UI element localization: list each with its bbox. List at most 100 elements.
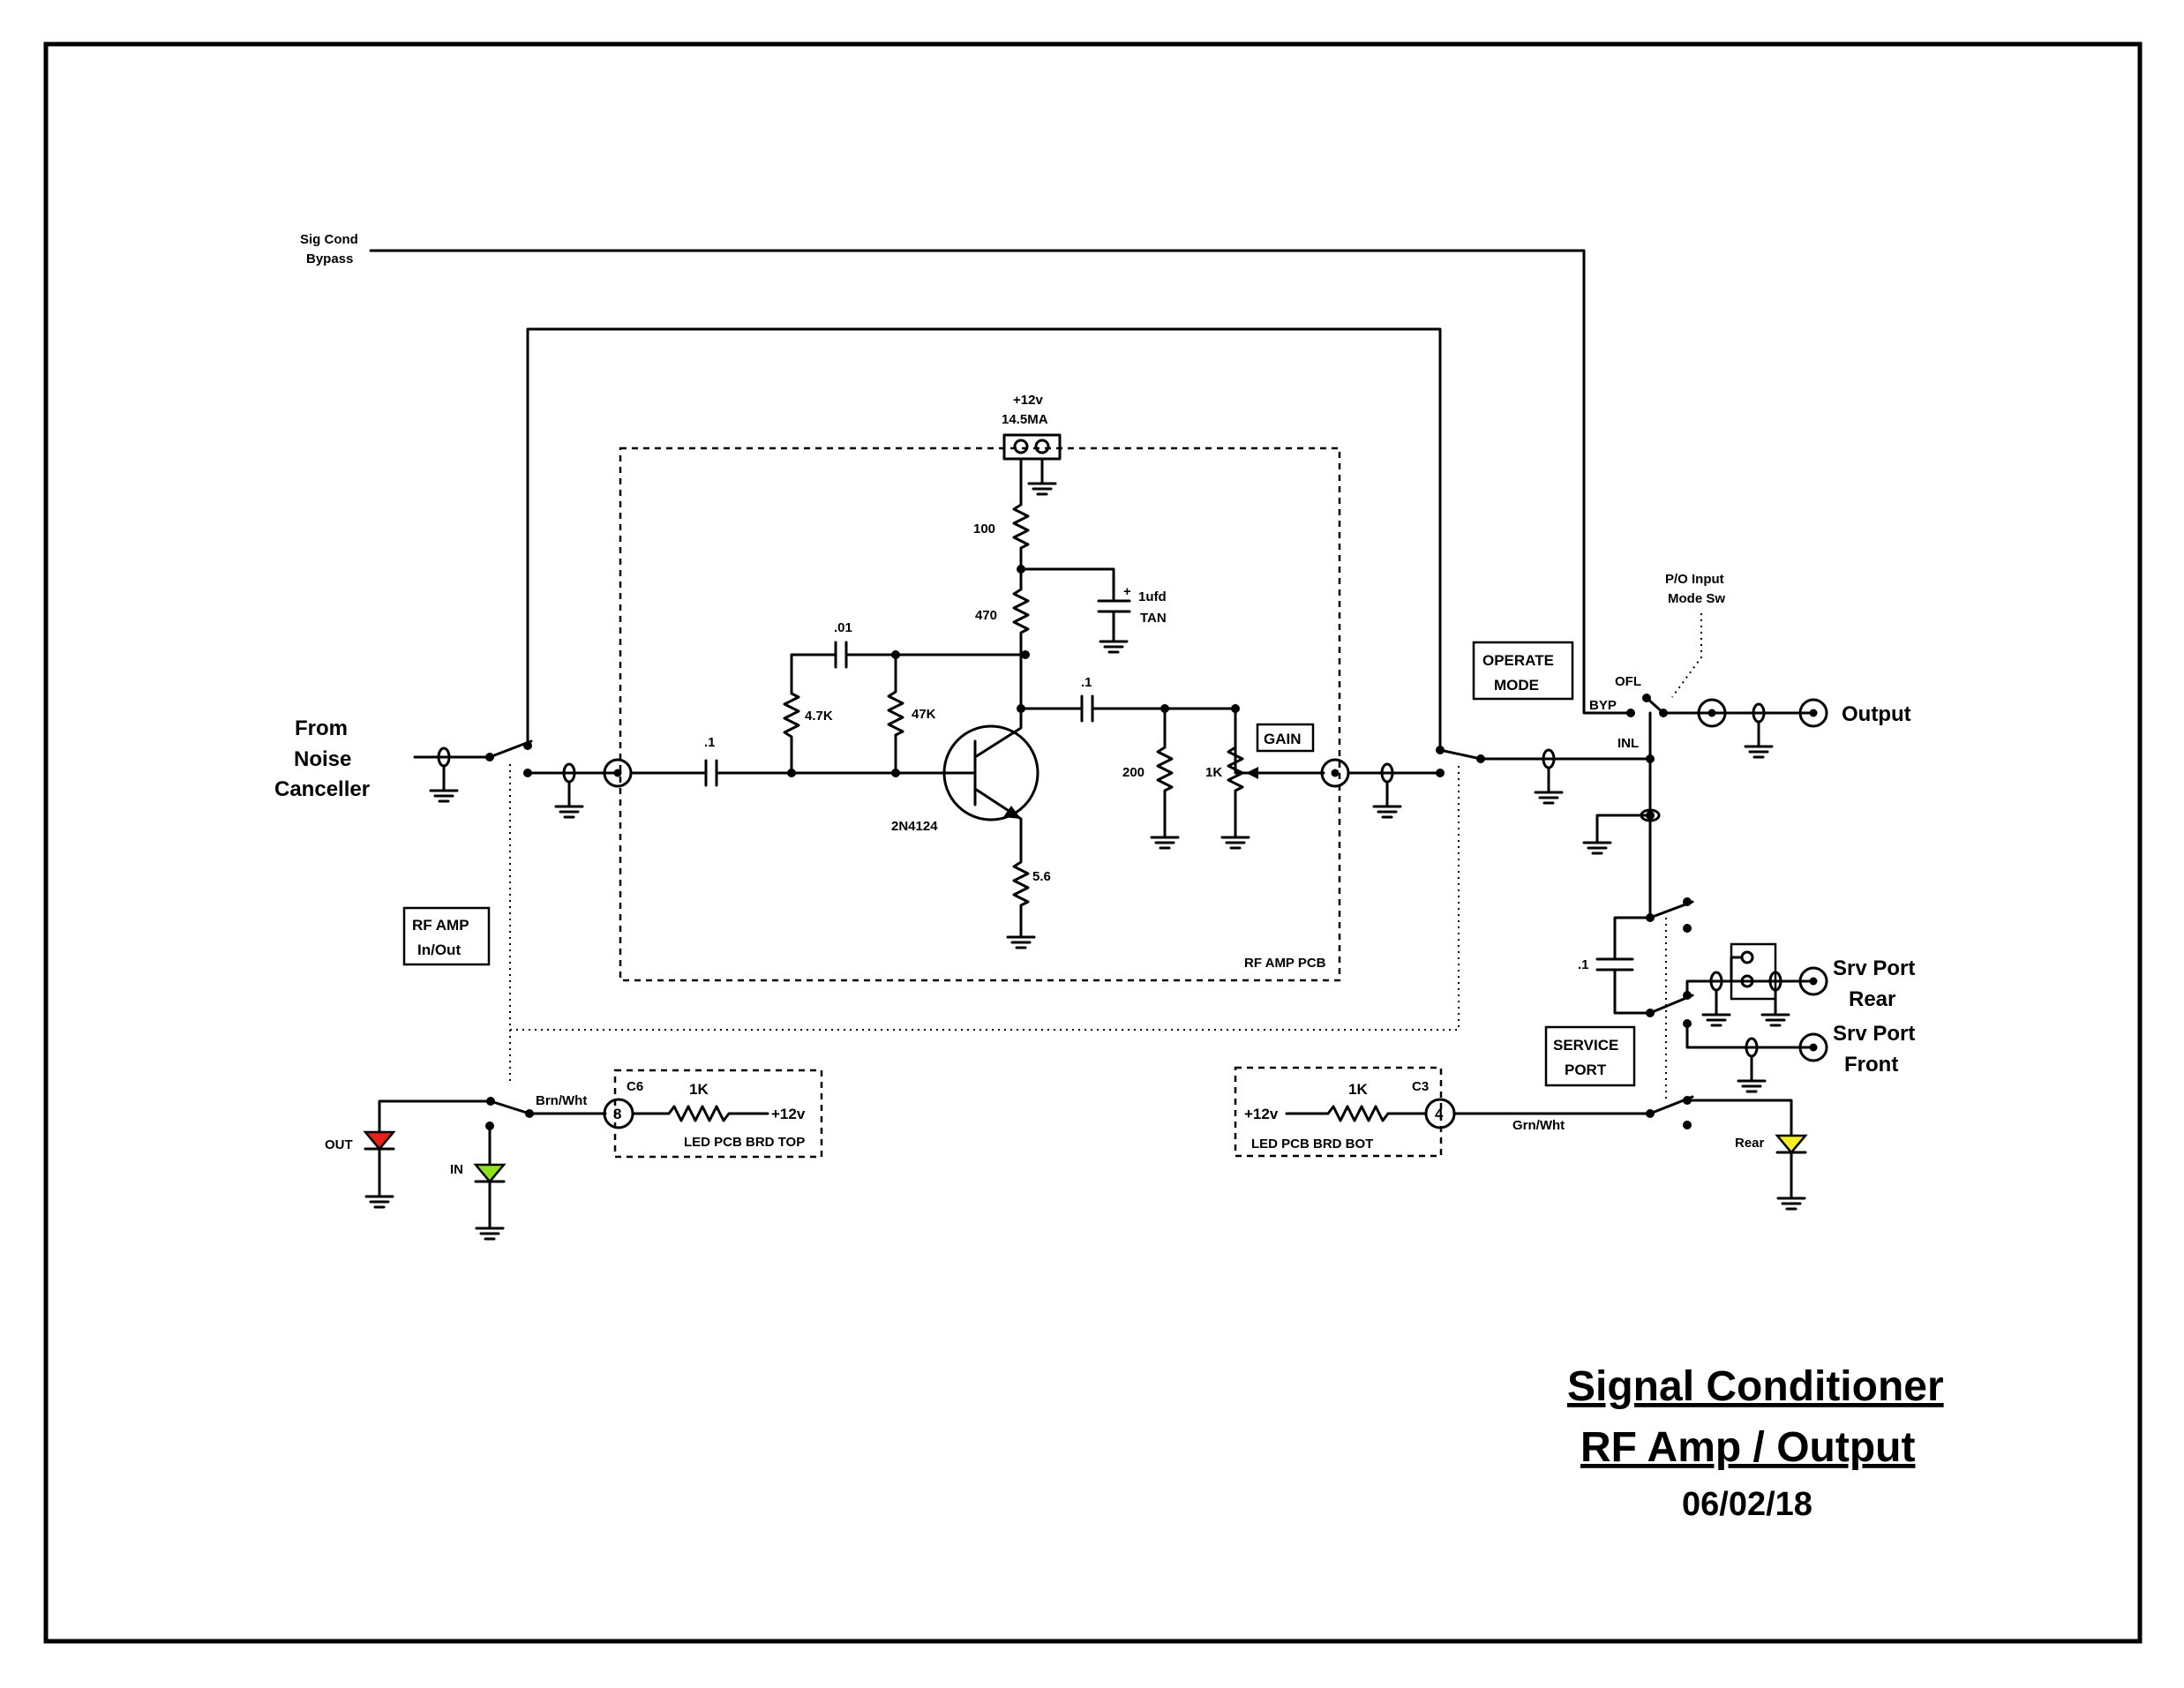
srv-front-label-2: Front <box>1844 1053 1898 1077</box>
rear-led <box>1775 1134 1808 1154</box>
r4k7-label: 4.7K <box>805 709 833 724</box>
node-collector <box>1021 650 1030 659</box>
transistor-q1 <box>942 653 1039 856</box>
output-switch-blade <box>1438 748 1482 761</box>
supply-voltage-label: +12v <box>1013 393 1043 408</box>
r470-resistor <box>1012 567 1030 656</box>
drawing-border <box>43 41 2143 1644</box>
from-label-1: From <box>295 716 348 740</box>
output-cap <box>1019 694 1325 775</box>
led-pcb-bot-box <box>1234 1066 1443 1158</box>
srv-rear-coax-left <box>1701 971 1731 1027</box>
r56-label: 5.6 <box>1032 869 1051 884</box>
led-pcb-top-box <box>613 1069 823 1159</box>
r4k7-resistor <box>783 653 837 775</box>
srv-rear-label-2: Rear <box>1849 987 1895 1011</box>
c01-label: .01 <box>834 620 852 635</box>
srv-rear-wire <box>1685 979 1815 997</box>
from-label-2: Noise <box>294 747 351 771</box>
srv-rear-coax-right <box>1760 971 1790 1027</box>
from-label-3: Canceller <box>274 777 370 801</box>
operate-mode-box <box>1472 641 1574 701</box>
srv-front-label-1: Srv Port <box>1833 1022 1915 1046</box>
srv-rear-jumper <box>1730 942 1777 1001</box>
led-top-label: LED PCB BRD TOP <box>684 1135 805 1150</box>
r56-resistor <box>1012 852 1030 927</box>
rear-led-wire <box>1685 1099 1793 1137</box>
title-date: 06/02/18 <box>1682 1486 1812 1523</box>
led-top-v-label: +12v <box>771 1106 806 1122</box>
rf-amp-bypass-loop <box>526 327 1442 752</box>
srv-rear-connector <box>1798 966 1828 996</box>
rf-amp-pcb-box <box>619 446 1341 982</box>
output-connector-inner <box>1697 698 1727 728</box>
grn-wht-label: Grn/Wht <box>1512 1118 1565 1133</box>
rf-out-coax <box>1372 762 1402 819</box>
sig-cond-label-1: Sig Cond <box>300 232 358 247</box>
led-top-r-label: 1K <box>689 1081 709 1098</box>
srv-rear-label-1: Srv Port <box>1833 957 1915 980</box>
rf-amp-inout-box <box>402 906 491 966</box>
rf-amp-inout-label-1: RF AMP <box>412 917 469 934</box>
gain-label: GAIN <box>1264 731 1302 747</box>
led-bot-label: LED PCB BRD BOT <box>1251 1137 1373 1152</box>
tan-cap-type: TAN <box>1140 611 1167 626</box>
po-input-label-1: P/O Input <box>1665 572 1724 587</box>
r100-resistor <box>1012 457 1030 571</box>
input-switch-contact-top <box>523 741 532 750</box>
sig-cond-label-2: Bypass <box>306 251 353 266</box>
po-input-label-2: Mode Sw <box>1668 591 1725 606</box>
service-port-label-2: PORT <box>1565 1062 1607 1078</box>
output-switch-contact-bottom <box>1436 769 1445 777</box>
out-led <box>363 1130 396 1151</box>
pin8-label: 8 <box>613 1106 621 1122</box>
srv-switch1-contact-bottom <box>1683 924 1692 933</box>
transistor-label: 2N4124 <box>891 819 938 834</box>
tan-cap <box>1019 567 1131 631</box>
rf-in-coax <box>554 762 584 819</box>
led-bot-resistor <box>1285 1105 1428 1122</box>
po-switch-contact-byp <box>1626 709 1635 717</box>
gain-pot-wiper <box>1246 767 1258 779</box>
inl-label: INL <box>1617 736 1639 751</box>
service-port-box <box>1544 1025 1636 1087</box>
led-bot-r-label: 1K <box>1348 1081 1368 1098</box>
title-line-1: Signal Conditioner <box>1567 1363 1944 1410</box>
led-switch-blade <box>489 1099 531 1115</box>
rear-led-bar <box>1775 1151 1807 1188</box>
output-label: Output <box>1842 702 1911 726</box>
c3-label: C3 <box>1412 1079 1429 1094</box>
brn-wht-label: Brn/Wht <box>536 1093 587 1108</box>
tan-cap-value: 1ufd <box>1138 589 1167 604</box>
input-coax <box>429 746 459 803</box>
gain-pot <box>1227 707 1244 827</box>
led-bot-v-label: +12v <box>1244 1106 1279 1122</box>
srv-cap-label: .1 <box>1578 957 1589 972</box>
supply-current-label: 14.5MA <box>1002 412 1048 427</box>
srv-front-connector <box>1798 1032 1828 1062</box>
srv-front-coax <box>1737 1037 1767 1093</box>
rf-out-connector <box>1320 758 1350 788</box>
split-ground-wire <box>1595 814 1652 832</box>
sig-cond-bypass-wire <box>369 249 1630 715</box>
input-cap-label: .1 <box>704 735 716 750</box>
operate-mode-label-2: MODE <box>1494 677 1539 694</box>
rf-amp-switch-linkage <box>509 764 1460 1031</box>
r47k-label: 47K <box>912 707 936 722</box>
in-led-label: IN <box>450 1162 463 1177</box>
gain-pot-label: 1K <box>1205 765 1222 780</box>
operate-mode-label-1: OPERATE <box>1482 652 1554 669</box>
rf-amp-inout-label-2: In/Out <box>417 942 461 958</box>
out-led-label: OUT <box>325 1137 353 1152</box>
rf-amp-pcb-label: RF AMP PCB <box>1244 956 1326 971</box>
in-led <box>473 1163 507 1183</box>
out-led-bar <box>364 1147 395 1186</box>
service-port-label-1: SERVICE <box>1553 1037 1618 1054</box>
output-connector <box>1798 698 1828 728</box>
r47k-resistor <box>887 653 904 775</box>
r200-resistor <box>1156 707 1174 827</box>
r100-label: 100 <box>973 521 995 536</box>
in-led-bar <box>474 1180 506 1218</box>
pin4-label: 4 <box>1435 1106 1444 1122</box>
